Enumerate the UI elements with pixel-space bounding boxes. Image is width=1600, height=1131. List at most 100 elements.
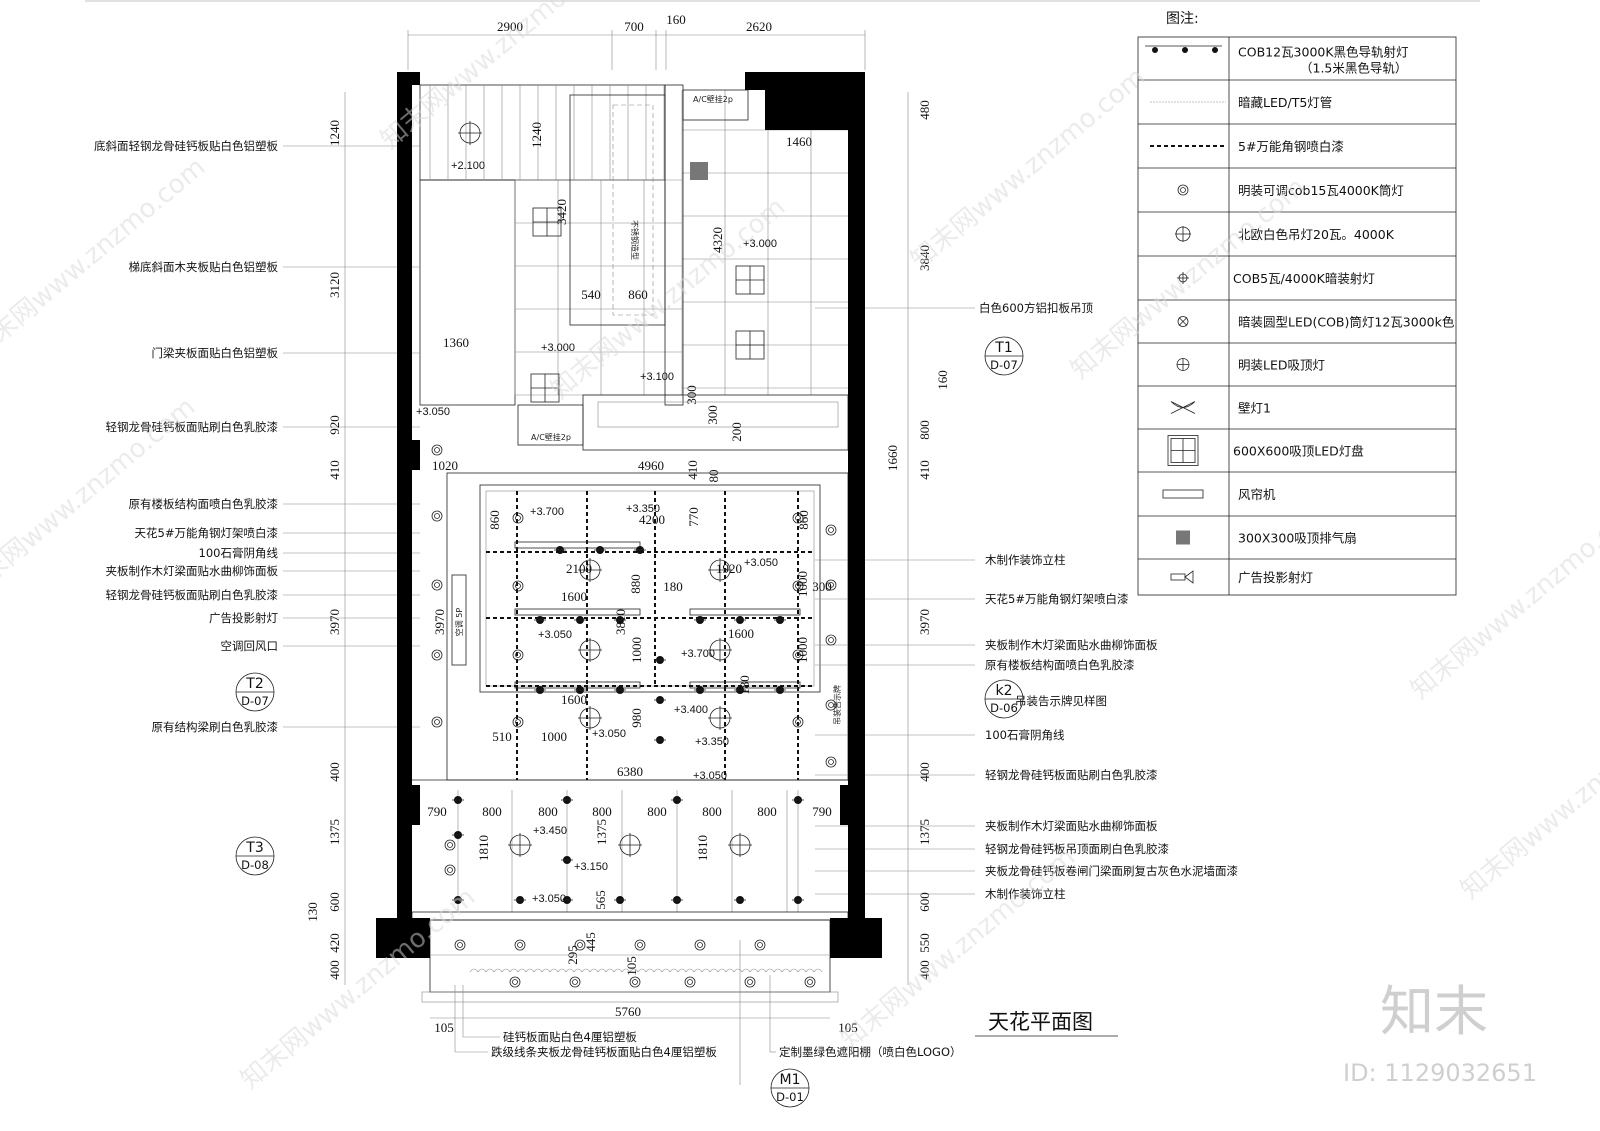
spotlight-icon [594, 546, 606, 554]
interior-dimension: 880 [628, 574, 643, 594]
level-marker: +3.350 [695, 736, 729, 748]
light-beam [514, 608, 641, 616]
wall-notch [412, 440, 420, 470]
interior-dimension: 1020 [432, 458, 458, 473]
interior-dimension: 860 [796, 510, 811, 530]
interior-dimension: 1240 [529, 122, 544, 148]
equipment-label: 吊装告示牌 [832, 685, 842, 725]
right-dimension: 1660 [885, 445, 900, 471]
return-air-vent-icon [451, 574, 467, 666]
circle [515, 583, 521, 589]
watermark-text: 知末网www.znzmo.com [0, 152, 211, 365]
spotlight-icon [452, 796, 464, 804]
watermark-text: 知末网www.znzmo.com [1405, 492, 1600, 705]
walls [376, 72, 882, 958]
interior-dimension: 105 [434, 1020, 454, 1035]
spotlight-icon [792, 896, 804, 904]
level-marker: +3.700 [681, 648, 715, 660]
downlight-icon [454, 939, 466, 951]
downlight-icon [444, 839, 456, 851]
spotlight-icon [634, 546, 646, 554]
downlight-icon [431, 444, 443, 456]
spotlight-icon [734, 896, 746, 904]
right-wall [848, 72, 865, 920]
circle [434, 652, 440, 658]
wall-notch [412, 785, 420, 825]
material-label-left: 天花5#万能角钢灯架喷白漆 [135, 526, 278, 540]
circle [828, 582, 834, 588]
led-panel-icon [530, 373, 560, 403]
spotlight-icon [452, 896, 464, 904]
interior-dimension: 180 [737, 675, 752, 695]
circle [632, 979, 638, 985]
material-label-left: 原有结构梁刷白色乳胶漆 [152, 720, 279, 734]
downlight-icon [574, 939, 586, 951]
material-label-right: 夹板龙骨硅钙板卷闸门梁面刷复古灰色水泥墙面漆 [985, 864, 1238, 878]
exhaust-fan-icon [690, 162, 708, 180]
left-dimension: 600 [327, 892, 342, 912]
legend-label: COB12瓦3000K黑色导轨射灯 [1238, 45, 1409, 60]
downlight-icon [792, 512, 804, 524]
level-marker: +3.700 [530, 506, 564, 518]
left-dimension: 400 [327, 960, 342, 980]
top-right-pillar [765, 90, 865, 130]
circle [825, 524, 837, 536]
architecture-lines [85, 0, 1480, 1085]
watermark-logo: 知末 [1380, 980, 1488, 1043]
downlight-icon [629, 976, 641, 988]
circle [795, 583, 801, 589]
track-spotlight-icon [1145, 45, 1222, 53]
interior-dimension: 4200 [639, 512, 665, 527]
downlight-icon [825, 579, 837, 591]
right-dimension: 1375 [917, 819, 932, 845]
recessed-spotlight-icon [1177, 272, 1189, 284]
callout-ref: D-06 [990, 701, 1018, 715]
right-dimension: 550 [917, 933, 932, 953]
left-dimension: 920 [327, 415, 342, 435]
light-beam [689, 681, 801, 689]
stainless-inner [612, 104, 654, 316]
legend-label: 600X600吸顶LED灯盘 [1233, 444, 1364, 459]
right-dimension: 3970 [917, 609, 932, 635]
circle [431, 444, 443, 456]
section-callout: T1D-07 [984, 336, 1024, 376]
circle [828, 759, 834, 765]
circle [757, 942, 763, 948]
material-label-left: 100石膏阴角线 [199, 546, 279, 560]
circle [434, 719, 440, 725]
beam-strip [664, 84, 684, 406]
wall-lamp-icon [1170, 401, 1196, 414]
callout-id: k2 [995, 683, 1012, 699]
section-callout: T2D-07 [235, 672, 275, 712]
interior-dimension: 295 [565, 945, 580, 965]
circle [697, 942, 703, 948]
interior-dimension: 1600 [561, 692, 587, 707]
interior-dimension: 790 [812, 804, 832, 819]
circle [512, 512, 524, 524]
interior-dimension: 80 [706, 470, 721, 483]
pendant-lamp-icon [708, 706, 732, 730]
interior-dimension: 800 [647, 804, 667, 819]
left-dimension: 130 [305, 902, 320, 922]
legend-label: 明装LED吸顶灯 [1238, 358, 1325, 373]
bottom-material-label: 硅钙板面贴白色4厘铝塑板 [503, 1030, 637, 1044]
spotlight-icon [654, 736, 666, 744]
downlight-icon [792, 649, 804, 661]
level-marker: +3.400 [674, 704, 708, 716]
section-callout: M1D-01 [770, 1068, 810, 1108]
downlight-icon [694, 939, 706, 951]
spotlight-icon [774, 686, 786, 694]
awning-edge [421, 991, 839, 1003]
circle [431, 716, 443, 728]
spotlight-icon [561, 896, 573, 904]
left-wall [397, 72, 412, 920]
downlight-icon [684, 976, 696, 988]
led-panel-icon [735, 265, 765, 295]
watermark-text: 知末网www.znzmo.com [905, 62, 1151, 275]
level-marker: +3.100 [640, 371, 674, 383]
interior-dimension: 200 [729, 422, 744, 442]
interior-dimension: 1810 [476, 835, 491, 861]
right-dimension: 400 [917, 960, 932, 980]
proj [1170, 573, 1186, 581]
legend-label: 5#万能角钢喷白漆 [1238, 139, 1344, 154]
